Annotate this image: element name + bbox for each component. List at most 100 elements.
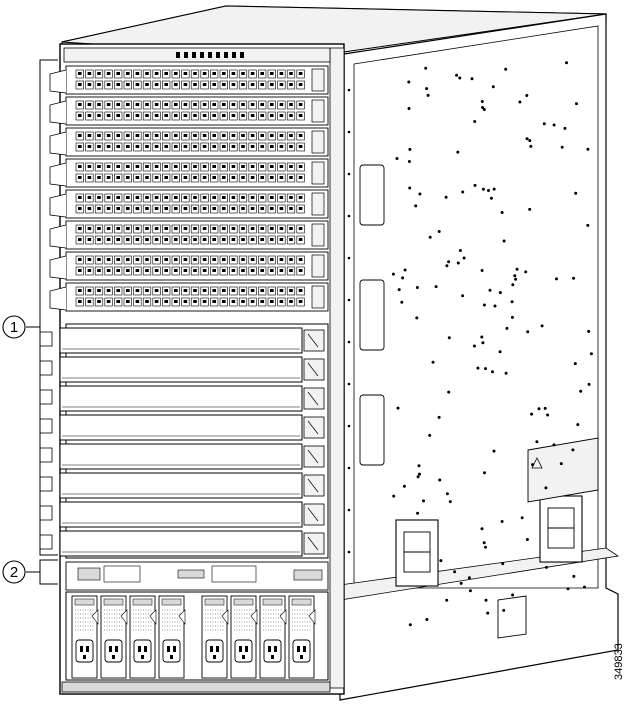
port-led — [145, 83, 149, 86]
fabric-module — [39, 501, 325, 528]
line-card — [49, 127, 329, 157]
ejector-latch — [303, 387, 325, 410]
port-led — [231, 269, 236, 272]
port-led — [289, 72, 293, 75]
latch-lever — [307, 478, 319, 493]
power-supply-body — [129, 595, 156, 679]
rivet — [560, 145, 564, 149]
port-led — [116, 227, 120, 230]
port-led — [260, 72, 264, 75]
port-led — [116, 258, 120, 261]
rivet — [510, 300, 514, 304]
port-led — [116, 83, 120, 86]
port-led — [202, 227, 207, 230]
port-led — [164, 207, 168, 210]
power-inlet-pin — [274, 646, 277, 652]
rivet — [484, 367, 487, 371]
port-led — [202, 196, 207, 199]
port-led — [116, 103, 120, 106]
rivet — [555, 277, 558, 281]
port-led — [289, 83, 293, 86]
port-led — [78, 300, 82, 303]
port-led — [250, 196, 255, 199]
power-inlet-icon — [292, 639, 311, 663]
ejector-handle — [49, 100, 67, 125]
power-supply — [129, 595, 157, 679]
port-led — [78, 165, 82, 168]
port-led — [202, 72, 207, 75]
rivet — [544, 486, 548, 490]
port-led — [270, 176, 274, 179]
side-cutout — [359, 279, 385, 351]
controller-strip — [65, 561, 329, 591]
psu-latch — [120, 609, 128, 625]
rivet — [347, 508, 351, 512]
port-led — [97, 238, 101, 241]
port-led — [154, 103, 159, 106]
power-supply — [288, 595, 316, 679]
rivet — [347, 298, 351, 302]
port-led — [154, 145, 159, 148]
port-led — [106, 238, 111, 241]
fabric-module — [39, 385, 325, 412]
port-led — [212, 196, 216, 199]
power-inlet-pin — [170, 655, 173, 659]
side-cutout — [359, 164, 385, 226]
rivet — [425, 87, 429, 91]
port-led — [202, 145, 207, 148]
port-led — [97, 134, 101, 137]
port-led — [174, 289, 178, 292]
port-led — [87, 83, 92, 86]
ejector-handle — [39, 534, 53, 550]
psu-latch — [91, 609, 99, 625]
rivet — [483, 471, 486, 475]
power-inlet-icon — [75, 639, 94, 663]
port-led — [202, 289, 207, 292]
handle-icon — [395, 519, 439, 587]
port-led — [106, 196, 111, 199]
port-led — [183, 83, 188, 86]
port-led — [289, 238, 293, 241]
rivet — [481, 341, 485, 345]
callout-1: 1 — [2, 59, 58, 556]
rivet — [575, 102, 578, 106]
ejector-handle — [311, 254, 325, 278]
port-led — [289, 289, 293, 292]
psu-label-plate — [291, 598, 312, 606]
warning-label-icon — [527, 437, 599, 503]
rivet — [391, 272, 395, 276]
port-led — [231, 227, 236, 230]
port-led — [250, 145, 255, 148]
rivet — [414, 204, 418, 208]
port-led — [135, 114, 140, 117]
port-led — [193, 72, 197, 75]
port-led — [97, 145, 101, 148]
rivet — [347, 214, 351, 218]
power-inlet-pin — [173, 646, 176, 652]
port-led — [106, 289, 111, 292]
chassis-base-grill — [61, 681, 331, 693]
port-led — [298, 72, 303, 75]
port-led — [164, 103, 168, 106]
rivet — [438, 478, 442, 482]
port-led — [126, 165, 130, 168]
port-led — [193, 165, 197, 168]
ejector-handle — [39, 476, 53, 492]
rivet — [514, 277, 518, 281]
port-led — [135, 134, 140, 137]
port-led — [241, 114, 245, 117]
port-led — [87, 196, 92, 199]
port-led — [270, 300, 274, 303]
callout-2: 2 — [2, 559, 58, 585]
rivet — [491, 370, 494, 374]
port-led — [289, 227, 293, 230]
power-inlet-pin — [245, 646, 248, 652]
port-led — [289, 114, 293, 117]
latch-lever — [307, 391, 319, 406]
rivet — [425, 618, 429, 621]
rivet — [587, 329, 591, 333]
rivet — [408, 623, 412, 627]
port-led — [97, 72, 101, 75]
power-inlet-pin — [297, 646, 300, 652]
fabric-module — [39, 327, 325, 354]
